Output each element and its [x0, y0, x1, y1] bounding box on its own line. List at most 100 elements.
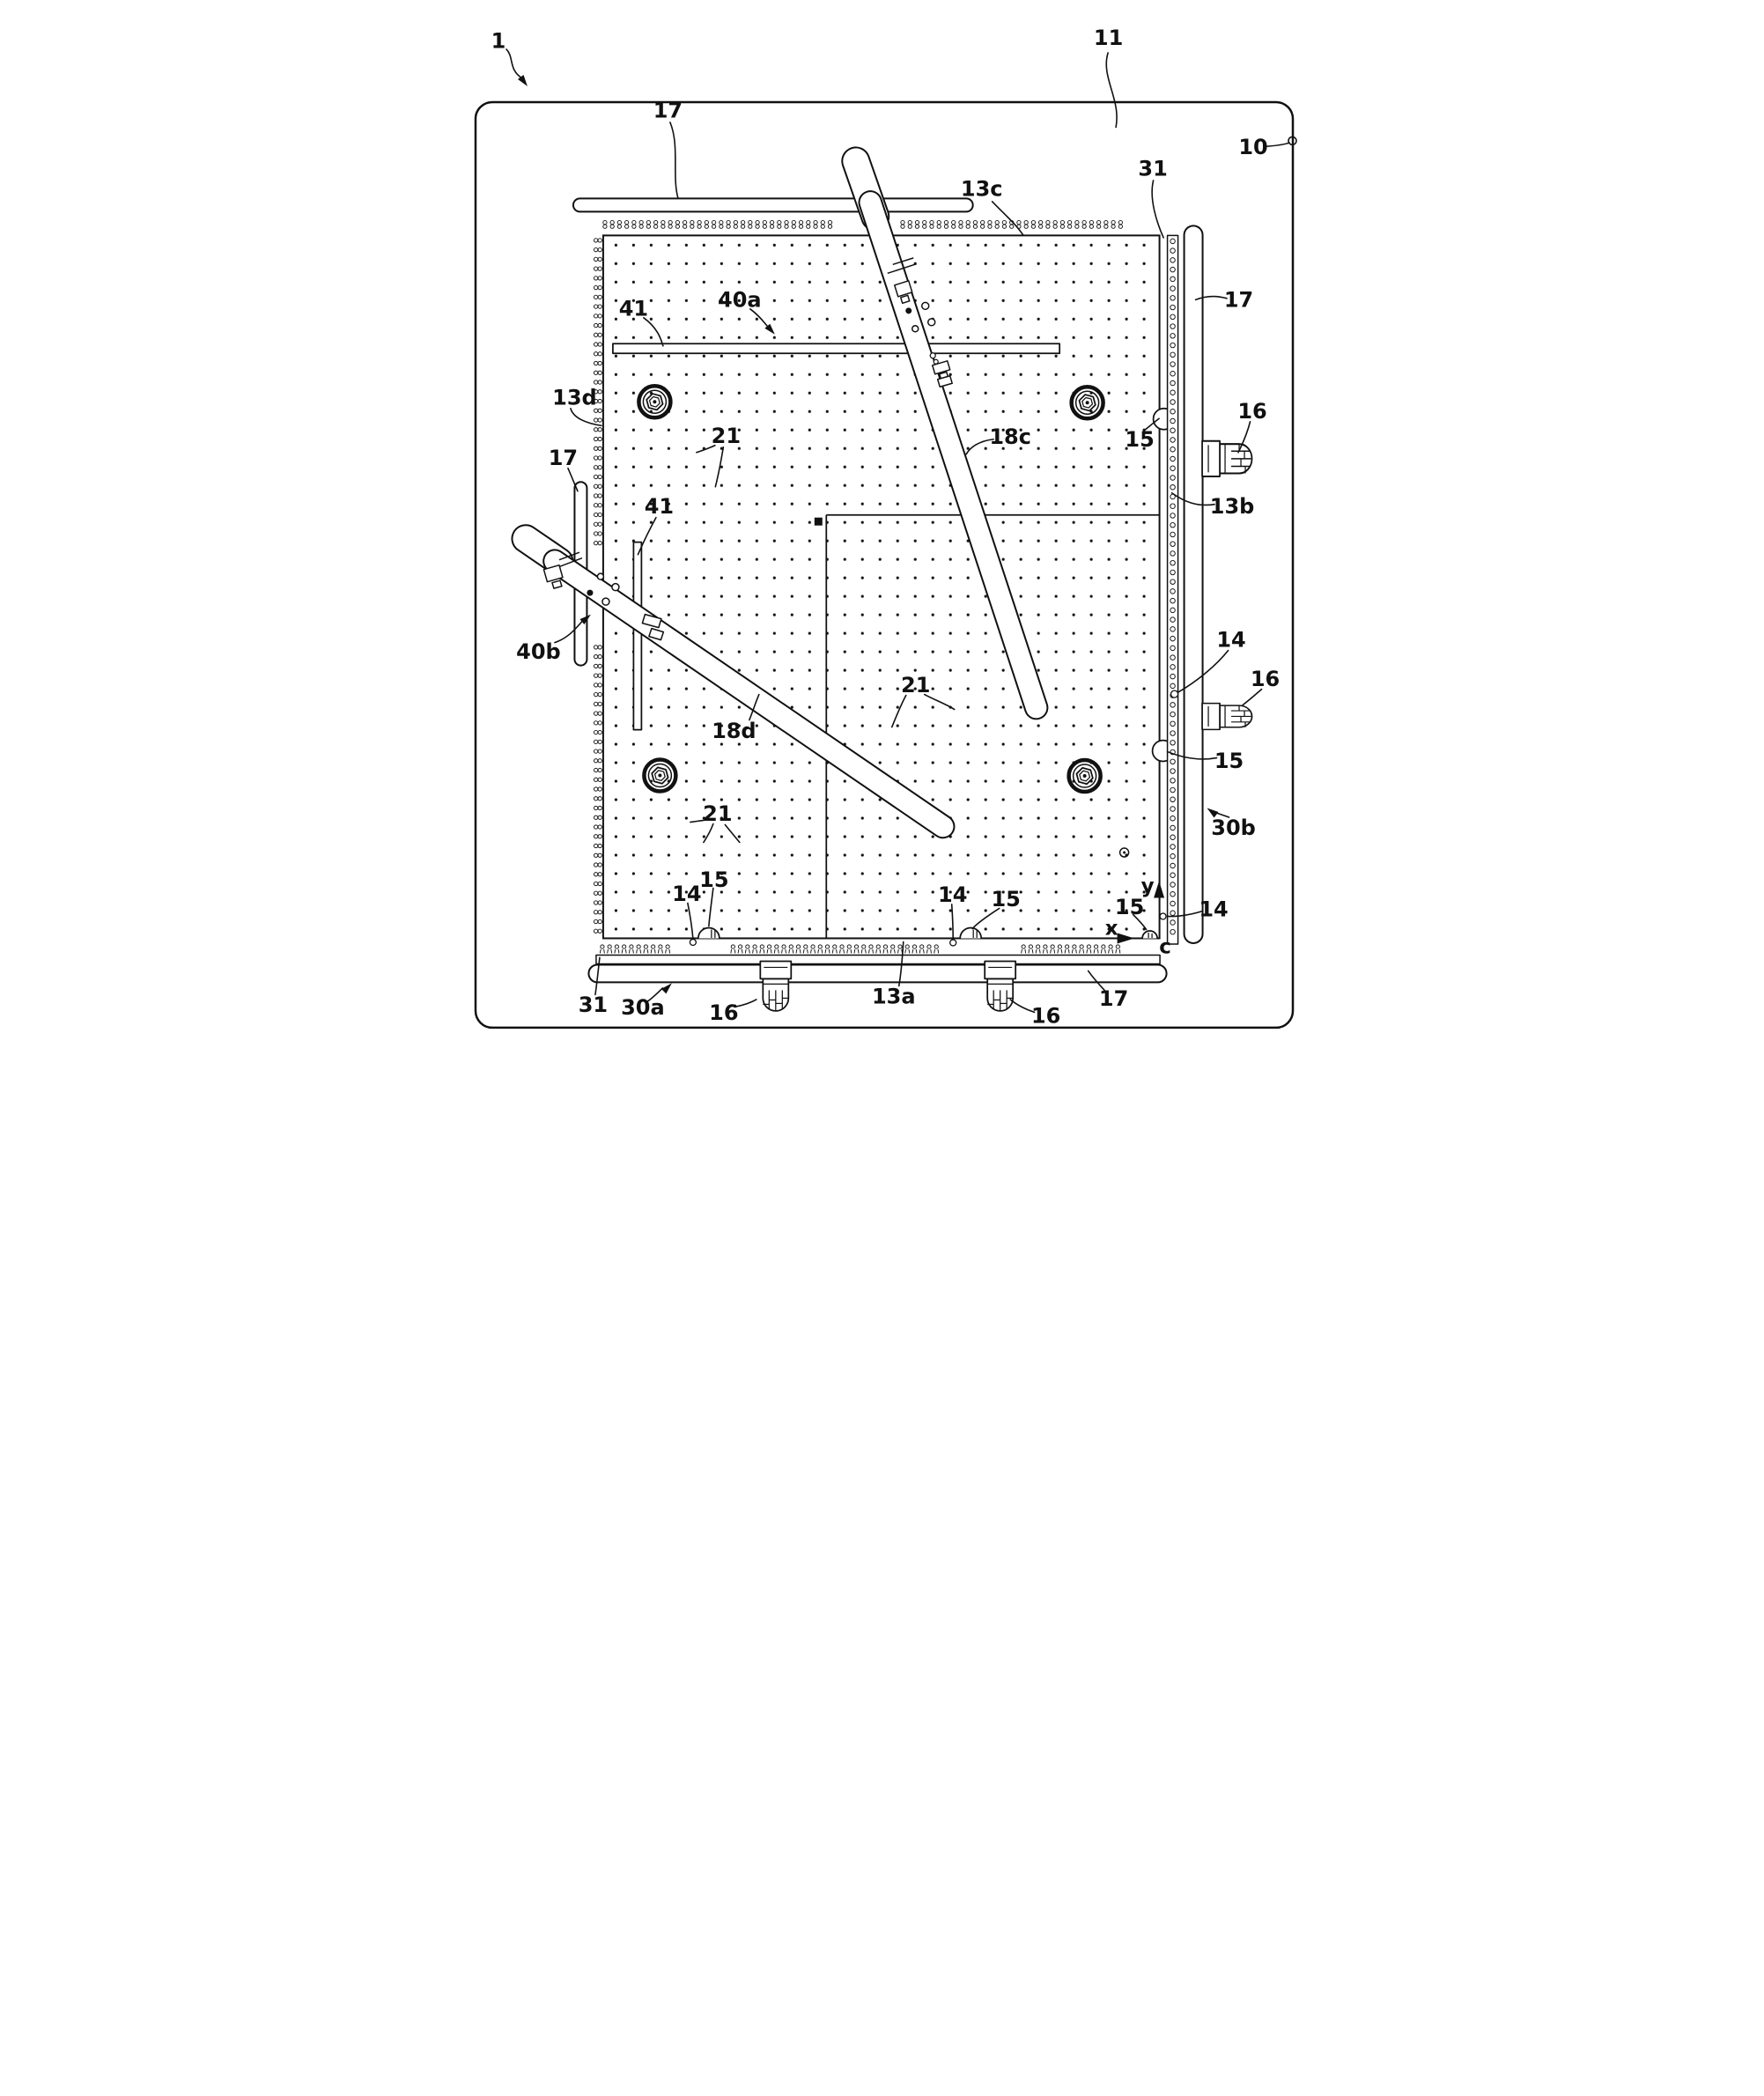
patent-figure-page: 1 11 10 17 13c 31 17 16 15 13b 40a 41 21… — [441, 0, 1323, 1048]
leader-line — [1242, 688, 1263, 706]
notch-15-bottom-mid — [959, 926, 983, 939]
y-axis-arrow — [1154, 881, 1165, 898]
leader-line — [749, 308, 769, 328]
plate-surface — [602, 234, 1161, 940]
datum-square — [814, 517, 823, 526]
hole-column-left-13d — [593, 238, 602, 934]
stop-bar-17-bottom — [587, 963, 1168, 984]
ref-label-14-corner: 14 — [1199, 897, 1228, 921]
leader-line — [554, 620, 583, 644]
stop-rules-41 — [612, 343, 1061, 731]
leader-arrowhead — [661, 983, 672, 994]
patent-figure: 1 11 10 17 13c 31 17 16 15 13b 40a 41 21… — [441, 0, 1323, 1048]
leader-line — [594, 956, 601, 996]
leader-line — [570, 407, 602, 427]
ref-label-41-top: 41 — [619, 296, 648, 321]
ref-label-15-bottom-mid: 15 — [991, 887, 1020, 911]
axis-label-x: x — [1105, 917, 1118, 940]
ref-label-16-bottom-left: 16 — [709, 1000, 738, 1025]
axis-label-y: y — [1141, 875, 1155, 897]
t-screw-40b — [641, 613, 662, 629]
leader-line — [991, 201, 1024, 236]
ref-label-10: 10 — [1238, 135, 1267, 159]
leader-line — [965, 438, 994, 455]
corner-label-c: c — [1159, 935, 1171, 958]
leader-line — [724, 823, 741, 844]
leader-line — [1177, 649, 1229, 693]
leader-line — [708, 887, 714, 927]
ref-label-13b: 13b — [1210, 494, 1255, 519]
clamp-head-40a — [887, 257, 953, 388]
coordinate-axes — [1117, 881, 1165, 944]
ref-label-14-right: 14 — [1216, 628, 1245, 653]
leader-line — [1170, 491, 1215, 506]
ref-label-18c: 18c — [989, 424, 1031, 449]
ref-label-18d: 18d — [712, 719, 757, 743]
reference-labels: 1 11 10 17 13c 31 17 16 15 13b 40a 41 21… — [491, 26, 1281, 1028]
ref-label-11: 11 — [1094, 26, 1123, 50]
leader-line — [669, 122, 679, 199]
leader-line — [703, 823, 714, 844]
ref-label-40b: 40b — [516, 639, 561, 664]
leader-line — [643, 317, 664, 347]
ref-label-40a: 40a — [718, 287, 762, 312]
ref-label-16-bottom-right: 16 — [1031, 1003, 1060, 1028]
ref-label-1: 1 — [491, 28, 506, 53]
ref-label-16-right-upper: 16 — [1237, 399, 1266, 424]
leader-line — [1105, 52, 1118, 129]
leader-lines — [506, 48, 1297, 1014]
x-axis-arrow — [1117, 933, 1135, 944]
ref-label-15-corner: 15 — [1115, 895, 1144, 919]
clamp-head-40b — [542, 551, 665, 641]
leader-line — [637, 516, 657, 556]
ref-label-31-bottom: 31 — [579, 993, 608, 1017]
clamp-16-bottom-left — [759, 960, 793, 1012]
leader-line — [1263, 142, 1290, 148]
ref-label-15-right-upper: 15 — [1125, 427, 1154, 452]
hole-row-bottom-13a — [599, 944, 1121, 954]
ref-label-21-lower: 21 — [703, 801, 732, 826]
rail-right-31 — [1166, 234, 1179, 945]
leader-line — [1151, 180, 1164, 239]
leader-line — [690, 818, 711, 823]
leader-line — [506, 48, 523, 79]
leader-line — [1194, 295, 1228, 301]
stop-bar-17-top — [572, 197, 974, 213]
notch-15-bottom-left — [697, 926, 720, 939]
measuring-arm-18d — [511, 524, 956, 839]
ref-label-14-bottom-left: 14 — [672, 882, 701, 906]
ref-label-15-bottom-left: 15 — [699, 867, 728, 892]
leader-line — [1237, 420, 1251, 454]
hole-row-top-13c — [602, 219, 1123, 229]
ref-label-17-right: 17 — [1224, 287, 1253, 312]
leader-line — [1087, 970, 1105, 992]
leader-line — [971, 907, 1000, 930]
leader-line — [1132, 913, 1148, 931]
leader-line — [714, 446, 725, 488]
clamp-16-bottom-right — [984, 960, 1017, 1012]
ref-label-13d: 13d — [552, 385, 597, 410]
leader-line — [897, 941, 904, 987]
ref-label-17-left: 17 — [549, 446, 578, 470]
leader-line — [890, 694, 907, 728]
stop-bars-17 — [572, 197, 1204, 984]
notch-15-corner — [1141, 930, 1158, 939]
leader-line — [567, 467, 579, 492]
rail-right-hole-column — [1170, 238, 1176, 935]
leader-arrowhead — [517, 74, 528, 86]
leader-arrowhead — [764, 323, 775, 335]
leader-line — [1166, 750, 1218, 760]
leader-line — [923, 693, 956, 711]
ref-label-14-bottom-mid: 14 — [938, 882, 967, 907]
rail-bottom-31 — [595, 954, 1161, 965]
t-screw-40a — [931, 360, 951, 375]
ref-label-21-upper: 21 — [712, 424, 741, 448]
ref-label-17-bottom: 17 — [1099, 986, 1128, 1011]
ref-label-17-top: 17 — [653, 98, 683, 122]
leader-line — [734, 999, 757, 1008]
leader-line — [950, 904, 955, 941]
hole-marker — [1118, 847, 1130, 858]
leader-line — [1144, 417, 1160, 431]
clamp-16-right-lower — [1201, 702, 1253, 731]
ref-label-41-left: 41 — [645, 494, 674, 519]
